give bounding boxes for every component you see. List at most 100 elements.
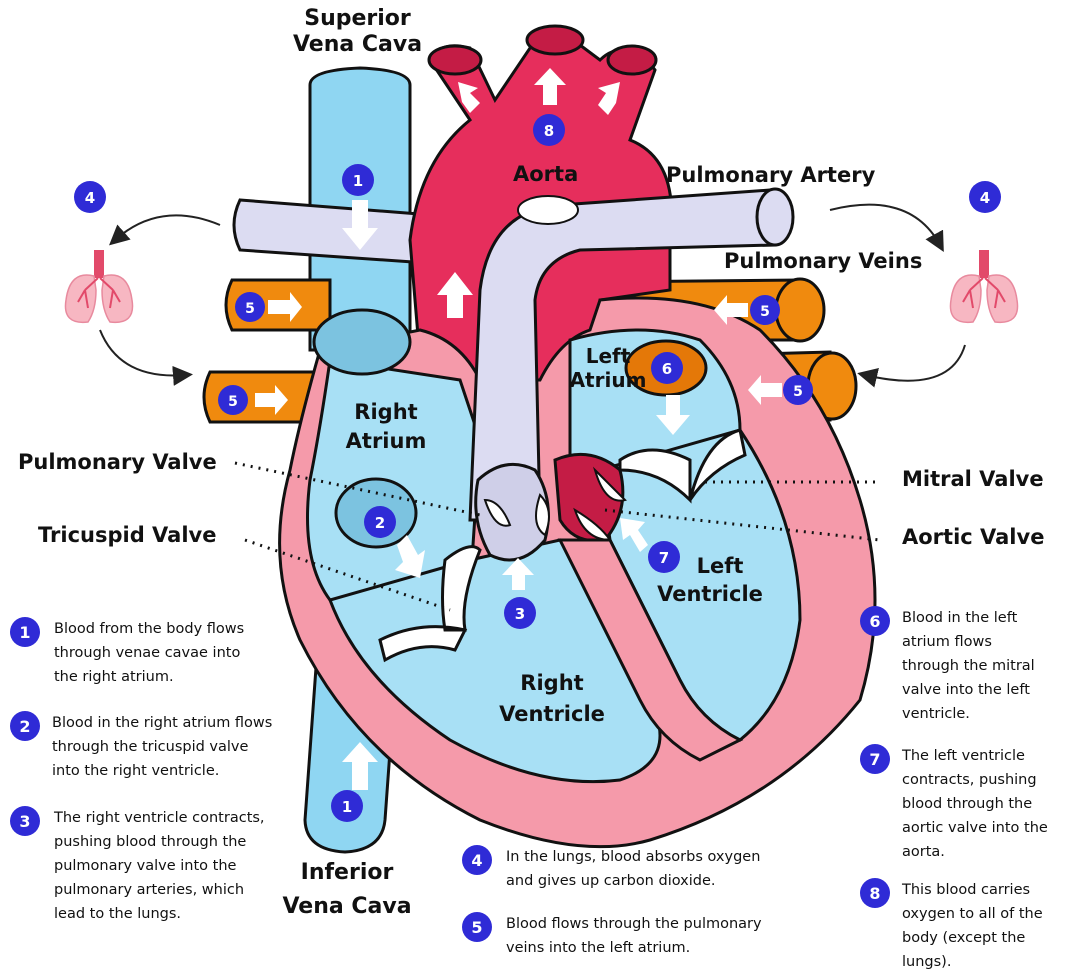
- step-marker-1: 1: [331, 790, 363, 822]
- step-marker-4: 4: [969, 181, 1001, 213]
- label-right-atrium-line1: Right: [336, 398, 436, 427]
- label-aorta: Aorta: [513, 162, 578, 186]
- step-marker-5: 5: [218, 385, 248, 415]
- legend-text-line: pulmonary arteries, which: [54, 878, 265, 902]
- legend-text-line: Blood in the right atrium flows: [52, 711, 272, 735]
- legend-text-line: through venae cavae into: [54, 641, 244, 665]
- vena-cava-opening: [314, 310, 410, 374]
- label-left-ventricle-line1: Left: [650, 552, 770, 580]
- legend-step-3: 3 The right ventricle contracts, pushing…: [10, 806, 265, 926]
- legend-text-line: aorta.: [902, 840, 1048, 864]
- step-marker-4: 4: [74, 181, 106, 213]
- legend-step-6: 6 Blood in the left atrium flows through…: [860, 606, 1035, 726]
- legend-badge: 6: [860, 606, 890, 636]
- svg-text:5: 5: [760, 304, 770, 320]
- step-marker-8: 8: [533, 114, 565, 146]
- lung-arrow-right-bottom: [865, 345, 965, 381]
- label-left-atrium-line2: Atrium: [568, 368, 648, 392]
- legend-badge: 4: [462, 845, 492, 875]
- svg-text:5: 5: [228, 394, 238, 410]
- label-tricuspid-valve: Tricuspid Valve: [38, 523, 216, 547]
- legend-text-line: lead to the lungs.: [54, 902, 265, 926]
- legend-badge: 7: [860, 744, 890, 774]
- legend-badge: 5: [462, 912, 492, 942]
- legend-text-line: This blood carries: [902, 878, 1043, 902]
- legend-step-7: 7 The left ventricle contracts, pushing …: [860, 744, 1048, 864]
- legend-text-line: Blood flows through the pulmonary: [506, 912, 762, 936]
- legend-text-line: pulmonary valve into the: [54, 854, 265, 878]
- label-left-atrium-line1: Left: [568, 344, 648, 368]
- svg-text:5: 5: [793, 384, 803, 400]
- legend-text-line: the right atrium.: [54, 665, 244, 689]
- label-right-ventricle-line1: Right: [487, 668, 617, 699]
- label-right-atrium: Right Atrium: [336, 398, 436, 456]
- label-pulmonary-veins: Pulmonary Veins: [724, 249, 922, 273]
- legend-text-line: through the tricuspid valve: [52, 735, 272, 759]
- label-right-ventricle: Right Ventricle: [487, 668, 617, 730]
- svg-text:6: 6: [662, 360, 672, 378]
- label-right-ventricle-line2: Ventricle: [487, 699, 617, 730]
- legend-step-8: 8 This blood carries oxygen to all of th…: [860, 878, 1043, 974]
- step-marker-5: 5: [235, 292, 265, 322]
- legend-text-line: veins into the left atrium.: [506, 936, 762, 960]
- legend-text-line: through the mitral: [902, 654, 1035, 678]
- step-marker-5: 5: [783, 375, 813, 405]
- legend-text-line: Blood in the left: [902, 606, 1035, 630]
- label-left-ventricle: Left Ventricle: [650, 552, 770, 608]
- legend-text-line: lungs).: [902, 950, 1043, 974]
- label-left-atrium: Left Atrium: [568, 344, 648, 392]
- step-marker-5: 5: [750, 295, 780, 325]
- legend-text-line: The left ventricle: [902, 744, 1048, 768]
- svg-text:4: 4: [980, 189, 990, 207]
- legend-text-line: valve into the left: [902, 678, 1035, 702]
- legend-text-line: body (except the: [902, 926, 1043, 950]
- legend-text-line: into the right ventricle.: [52, 759, 272, 783]
- svg-text:5: 5: [245, 301, 255, 317]
- lung-arrow-right-top: [830, 205, 940, 245]
- legend-badge: 1: [10, 617, 40, 647]
- label-superior-vena-cava: Superior Vena Cava: [280, 6, 435, 58]
- aorta-branch-middle: [527, 26, 583, 54]
- label-inferior-vena-cava-line2: Vena Cava: [272, 890, 422, 924]
- legend-badge: 2: [10, 711, 40, 741]
- label-superior-vena-cava-line2: Vena Cava: [280, 32, 435, 58]
- label-aortic-valve: Aortic Valve: [902, 525, 1044, 549]
- legend-text-line: Blood from the body flows: [54, 617, 244, 641]
- label-superior-vena-cava-line1: Superior: [280, 6, 435, 32]
- step-marker-3: 3: [504, 597, 536, 629]
- label-inferior-vena-cava: Inferior Vena Cava: [272, 856, 422, 924]
- label-inferior-vena-cava-line1: Inferior: [272, 856, 422, 890]
- aorta-branch-right: [608, 46, 656, 74]
- svg-text:8: 8: [544, 122, 554, 140]
- legend-text-line: atrium flows: [902, 630, 1035, 654]
- svg-text:4: 4: [85, 189, 95, 207]
- legend-badge: 8: [860, 878, 890, 908]
- legend-step-4: 4 In the lungs, blood absorbs oxygen and…: [462, 845, 760, 893]
- legend-badge: 3: [10, 806, 40, 836]
- lungs-icon: [65, 250, 132, 322]
- label-pulmonary-valve: Pulmonary Valve: [18, 450, 217, 474]
- step-marker-2: 2: [364, 506, 396, 538]
- label-pulmonary-artery: Pulmonary Artery: [666, 163, 875, 187]
- legend-step-1: 1 Blood from the body flows through vena…: [10, 617, 244, 689]
- legend-step-2: 2 Blood in the right atrium flows throug…: [10, 711, 272, 783]
- legend-text-line: oxygen to all of the: [902, 902, 1043, 926]
- legend-step-5: 5 Blood flows through the pulmonary vein…: [462, 912, 762, 960]
- svg-text:3: 3: [515, 605, 525, 623]
- step-marker-1: 1: [342, 164, 374, 196]
- label-left-ventricle-line2: Ventricle: [650, 580, 770, 608]
- svg-text:1: 1: [353, 172, 363, 190]
- aorta-branch-left: [429, 46, 481, 74]
- legend-text-line: The right ventricle contracts,: [54, 806, 265, 830]
- lung-arrow-left-bottom: [100, 330, 185, 375]
- legend-text-line: aortic valve into the: [902, 816, 1048, 840]
- label-mitral-valve: Mitral Valve: [902, 467, 1044, 491]
- legend-text-line: ventricle.: [902, 702, 1035, 726]
- legend-text-line: In the lungs, blood absorbs oxygen: [506, 845, 760, 869]
- legend-text-line: pushing blood through the: [54, 830, 265, 854]
- svg-text:1: 1: [342, 798, 352, 816]
- legend-text-line: contracts, pushing: [902, 768, 1048, 792]
- label-right-atrium-line2: Atrium: [336, 427, 436, 456]
- step-marker-6: 6: [651, 352, 683, 384]
